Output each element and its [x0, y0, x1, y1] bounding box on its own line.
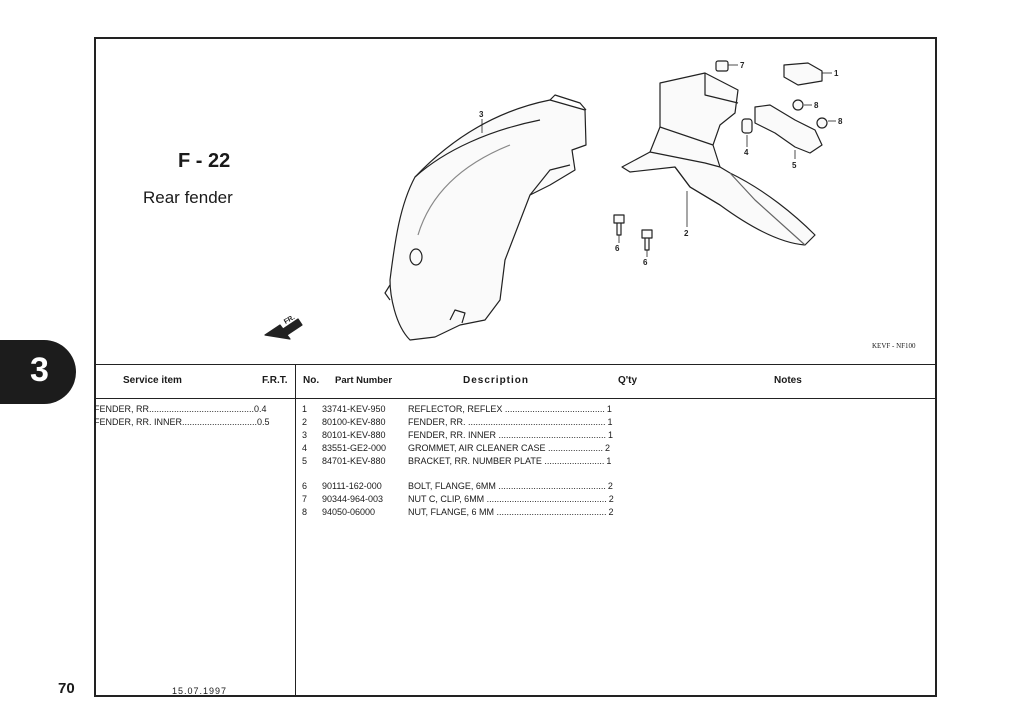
- flange-nut-part: [792, 99, 804, 111]
- service-item-row: FENDER, RR..............................…: [94, 404, 267, 414]
- header-description: Description: [463, 375, 530, 386]
- part-description: FENDER, RR. ............................…: [408, 417, 606, 427]
- callout-4: 4: [744, 148, 749, 157]
- part-description: FENDER, RR. INNER ......................…: [408, 430, 607, 440]
- section-tab-number: 3: [30, 351, 49, 389]
- part-number: 83551-GE2-000: [322, 443, 387, 453]
- table-top-rule: [94, 364, 937, 365]
- part-qty: 1: [608, 430, 614, 440]
- part-number: 80100-KEV-880: [322, 417, 386, 427]
- page-frame: [94, 37, 937, 697]
- diagram-code: KEVF - NF100: [872, 342, 916, 350]
- table-row: 2 80100-KEV-880 FENDER, RR. ..............…: [302, 417, 613, 427]
- callout-5: 5: [792, 161, 797, 170]
- column-divider: [295, 364, 296, 697]
- part-no: 7: [302, 494, 308, 504]
- table-row: 7 90344-964-003 NUT C, CLIP, 6MM .........…: [302, 494, 614, 504]
- table-row: 5 84701-KEV-880 BRACKET, RR. NUMBER PLATE …: [302, 456, 611, 466]
- section-tab: 3: [0, 340, 76, 404]
- part-qty: 2: [608, 494, 614, 504]
- part-no: 4: [302, 443, 308, 453]
- flange-bolt-part: [613, 214, 625, 236]
- header-qty: Q'ty: [618, 375, 638, 386]
- grommet-part: [741, 118, 753, 134]
- callout-1: 1: [834, 69, 839, 78]
- part-no: 8: [302, 507, 308, 517]
- table-row: 4 83551-GE2-000 GROMMET, AIR CLEANER CASE …: [302, 443, 610, 453]
- part-qty: 1: [607, 417, 613, 427]
- service-item-frt: 0.5: [257, 417, 270, 427]
- part-qty: 1: [606, 456, 612, 466]
- part-description: GROMMET, AIR CLEANER CASE ..............…: [408, 443, 604, 453]
- part-no: 2: [302, 417, 308, 427]
- part-description: NUT C, CLIP, 6MM .......................…: [408, 494, 607, 504]
- service-item-frt: 0.4: [254, 404, 267, 414]
- part-no: 6: [302, 481, 308, 491]
- front-arrow-icon: [264, 318, 303, 340]
- service-item-text: FENDER, RR. INNER.......................…: [94, 417, 258, 427]
- service-item-text: FENDER, RR..............................…: [94, 404, 255, 414]
- figure-title: Rear fender: [143, 188, 233, 207]
- part-qty: 1: [606, 404, 612, 414]
- table-row: 8 94050-06000 NUT, FLANGE, 6 MM ..........…: [302, 507, 614, 517]
- part-number: 80101-KEV-880: [322, 430, 386, 440]
- clip-nut-part: [715, 60, 729, 72]
- header-part-number: Part Number: [335, 375, 393, 386]
- callout-7: 7: [740, 61, 745, 70]
- header-notes: Notes: [774, 375, 802, 386]
- callout-8a: 8: [814, 101, 819, 110]
- part-no: 1: [302, 404, 308, 414]
- table-row: 3 80101-KEV-880 FENDER, RR. INNER ........…: [302, 430, 613, 440]
- part-number: 90344-964-003: [322, 494, 384, 504]
- part-no: 5: [302, 456, 308, 466]
- exploded-parts-diagram: 3 1 7 8 8 4 5 2 6 6 FR.: [264, 60, 843, 341]
- part-no: 3: [302, 430, 308, 440]
- header-service-item: Service item: [123, 375, 182, 386]
- part-description: REFLECTOR, REFLEX ......................…: [408, 404, 605, 414]
- front-label: FR.: [283, 314, 296, 326]
- part-description: BOLT, FLANGE, 6MM ......................…: [408, 481, 606, 491]
- callout-8b: 8: [838, 117, 843, 126]
- part-number: 33741-KEV-950: [322, 404, 386, 414]
- callout-3: 3: [479, 110, 484, 119]
- service-item-row: FENDER, RR. INNER.......................…: [94, 417, 270, 427]
- part-description: BRACKET, RR. NUMBER PLATE ..............…: [408, 456, 605, 466]
- part-number: 84701-KEV-880: [322, 456, 386, 466]
- header-no: No.: [303, 375, 320, 386]
- issue-date: 15.07.1997: [172, 686, 228, 696]
- part-number: 90111-162-000: [322, 481, 382, 491]
- page-number: 70: [58, 680, 75, 697]
- callout-6a: 6: [615, 244, 620, 253]
- part-qty: 2: [607, 481, 613, 491]
- part-qty: 2: [605, 443, 611, 453]
- reflector-part: [783, 62, 823, 86]
- part-number: 94050-06000: [322, 507, 376, 517]
- header-frt: F.R.T.: [262, 375, 288, 386]
- callout-6b: 6: [643, 258, 648, 267]
- table-header-rule: [94, 398, 937, 399]
- figure-code: F - 22: [178, 150, 231, 172]
- inner-fender-part: [389, 99, 587, 341]
- table-row: 1 33741-KEV-950 REFLECTOR, REFLEX ........…: [302, 404, 612, 414]
- part-qty: 2: [608, 507, 614, 517]
- number-plate-bracket-part: [754, 104, 823, 154]
- table-row: 6 90111-162-000 BOLT, FLANGE, 6MM ........…: [302, 481, 613, 491]
- callout-2: 2: [684, 229, 689, 238]
- part-description: NUT, FLANGE, 6 MM ......................…: [408, 507, 607, 517]
